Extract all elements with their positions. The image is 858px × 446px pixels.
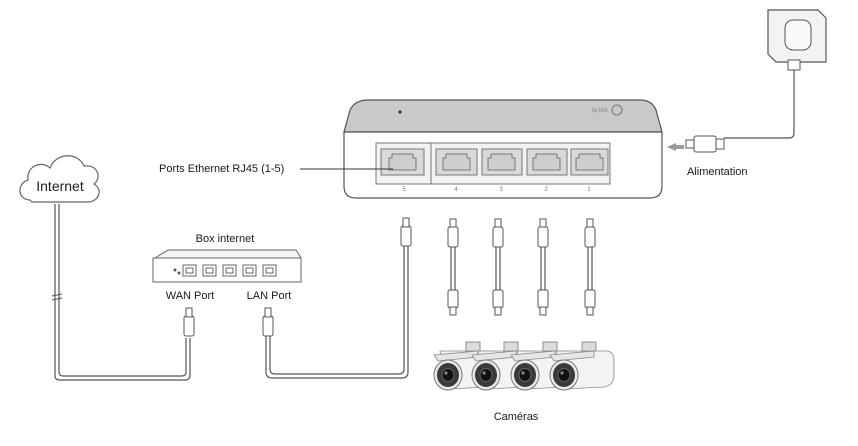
port-number-5: 5 [402, 187, 406, 193]
lan-port-label: LAN Port [247, 290, 292, 302]
switch-port-numbers: 5 4 3 2 1 [402, 187, 591, 193]
wan-port-label: WAN Port [166, 290, 215, 302]
wan-cable-plug-icon [183, 307, 195, 337]
lan-cable [265, 246, 409, 379]
port-number-2: 2 [544, 187, 548, 193]
port-number-1: 1 [587, 187, 591, 193]
internet-label: Internet [36, 178, 84, 194]
cameras-group [433, 341, 615, 391]
ports-ethernet-label: Ports Ethernet RJ45 (1-5) [159, 163, 284, 175]
power-adapter-icon [767, 9, 827, 71]
camera-patch-cables [447, 218, 596, 316]
internet-cloud-icon [19, 155, 100, 203]
cameras-label: Caméras [494, 411, 539, 423]
switch-port5-plug-icon [400, 217, 412, 247]
internet-cable [51, 204, 191, 381]
camera-icon [549, 341, 615, 391]
patch-cable-4 [447, 218, 459, 316]
patch-cable-1 [584, 218, 596, 316]
box-internet-device [152, 249, 302, 283]
port-number-3: 3 [499, 187, 503, 193]
box-internet-label: Box internet [196, 233, 255, 245]
alimentation-label: Alimentation [687, 166, 748, 178]
patch-cable-2 [537, 218, 549, 316]
arrow-left-icon [667, 143, 684, 151]
patch-cable-3 [492, 218, 504, 316]
port-number-4: 4 [454, 187, 458, 193]
lan-cable-plug-icon [262, 307, 274, 337]
power-cable [724, 70, 795, 139]
switch-brand-logo: tp-link [592, 108, 609, 114]
power-plug-icon [685, 135, 725, 153]
switch-ports [380, 148, 609, 176]
